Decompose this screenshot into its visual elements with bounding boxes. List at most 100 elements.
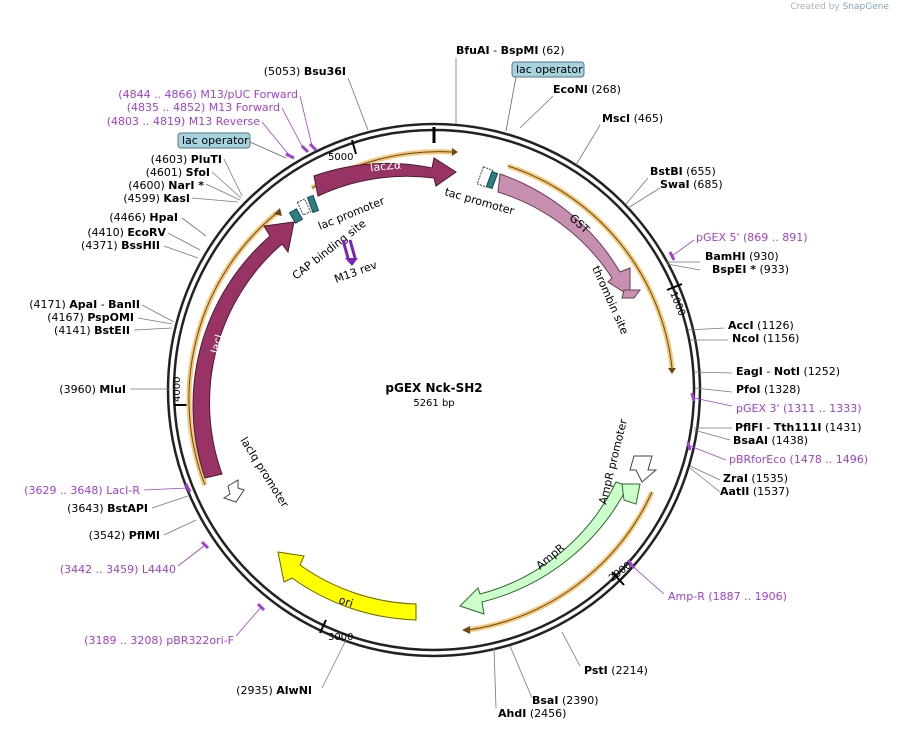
enzyme-label-psti: PstI (2214) <box>584 664 648 677</box>
m13-rev-primer-b <box>348 239 357 259</box>
leader-bsshii <box>163 245 199 259</box>
leader-zrai <box>689 465 721 481</box>
lac-promoter-feature[interactable] <box>296 198 312 216</box>
leader-bsaai <box>693 429 731 441</box>
ampr-feature[interactable] <box>459 481 629 615</box>
enzyme-label-bstapi: (3643) BstAPI <box>67 502 148 515</box>
leader-bsteii <box>133 327 173 331</box>
enzyme-label-ecorv: (4410) EcoRV <box>87 226 166 239</box>
leader-acci <box>687 327 725 331</box>
enzyme-label-msci: MscI (465) <box>602 112 663 125</box>
primer-leader-m13-forward <box>281 107 305 151</box>
orf-arcs <box>186 149 675 633</box>
enzyme-label-econi: EcoNI (268) <box>553 83 621 96</box>
orf-ampr-arrow <box>462 626 470 634</box>
ampr-promoter-feature[interactable] <box>629 455 658 483</box>
enzyme-label-bsteii: (4141) BstEII <box>54 324 130 337</box>
leader-psti <box>561 631 581 667</box>
orf-gst-line <box>507 165 673 369</box>
enzyme-label-bsaai: BsaAI (1438) <box>733 434 808 447</box>
lac-operator-top-label: lac operator <box>516 63 583 76</box>
plasmid-length: 5261 bp <box>413 398 454 409</box>
primer-leader-pgex3 <box>693 397 733 407</box>
enzyme-label-mlui: (3960) MluI <box>59 383 126 396</box>
primer-label-m13-puc-forward: (4844 .. 4866) M13/pUC Forward <box>118 88 298 101</box>
enzyme-label-aatii: AatII (1537) <box>720 485 789 498</box>
enzyme-label-pfoi: PfoI (1328) <box>736 383 801 396</box>
tick-3000 <box>319 619 327 634</box>
enzyme-label-pspomi: (4167) PspOMI <box>47 311 134 324</box>
enzyme-label-sfoi: (4601) SfoI <box>146 166 210 179</box>
lacza-feature[interactable] <box>313 157 457 197</box>
lac-operator-left-leader <box>249 141 287 159</box>
lac-operator-right-feature[interactable] <box>485 170 499 190</box>
primer-label-pgex5: pGEX 5' (869 .. 891) <box>696 231 808 244</box>
primer-label-pbrforeco: pBRforEco (1478 .. 1496) <box>729 453 868 466</box>
tick-label-5000: 5000 <box>328 152 353 163</box>
primer-leader-pbr322ori <box>235 605 263 637</box>
enzyme-label-bsai: BsaI (2390) <box>532 694 599 707</box>
lac-operator-left-feature[interactable] <box>306 194 320 214</box>
leader-msci <box>575 124 601 166</box>
leader-econi <box>519 95 554 129</box>
enzyme-label-bspei: BspEI * (933) <box>712 263 789 276</box>
tick-label-1000: 1000 <box>667 290 687 318</box>
enzyme-label-bfuai: BfuAI - BspMI (62) <box>456 44 565 57</box>
primer-mark-pgex5 <box>668 251 676 261</box>
primer-mark-pgex3 <box>690 392 696 402</box>
snapgene-brand: SnapGene <box>842 2 889 12</box>
cap-site-feature[interactable] <box>288 208 304 224</box>
lac-operator-box-top: lac operator <box>511 61 585 78</box>
enzyme-label-eagi: EagI - NotI (1252) <box>736 365 840 378</box>
m13-rev-primer-a <box>341 239 350 259</box>
gst-feature[interactable] <box>497 173 631 297</box>
leader-pluti <box>223 158 243 197</box>
enzyme-label-bsshii: (4371) BssHII <box>81 239 160 252</box>
enzyme-label-ahdi: AhdI (2456) <box>498 707 566 720</box>
orf-ampr-line <box>467 491 653 631</box>
primer-leader-m13-puc-forward <box>299 95 313 147</box>
primer-label-laci-r: (3629 .. 3648) LacI-R <box>24 484 140 497</box>
primer-mark-pbrforeco <box>686 441 692 451</box>
orf-laci-line <box>188 211 279 486</box>
lacza-label: lacZα <box>369 159 401 175</box>
ori-feature[interactable] <box>277 551 417 621</box>
enzyme-label-bstbi: BstBI (655) <box>650 165 716 178</box>
primer-leader-m13-reverse <box>261 121 291 157</box>
leader-bspei <box>666 263 701 271</box>
enzyme-label-acci: AccI (1126) <box>728 319 794 332</box>
laci-feature[interactable] <box>192 221 295 479</box>
enzyme-label-ncoi: NcoI (1156) <box>732 332 799 345</box>
enzyme-label-zrai: ZraI (1535) <box>723 472 788 485</box>
leader-pflmi <box>163 519 197 536</box>
enzyme-label-bsu36i: (5053) Bsu36I <box>264 65 346 78</box>
primer-leader-pgex5 <box>671 239 695 257</box>
ampr-promoter-start-feature[interactable] <box>621 483 641 505</box>
enzyme-label-nari: (4600) NarI * <box>128 179 204 192</box>
thrombin-feature[interactable] <box>621 289 641 299</box>
leader-alwni <box>321 639 347 689</box>
laci-label: lacI <box>208 333 225 355</box>
primer-mark-m13-forward <box>300 144 310 154</box>
leader-apai <box>141 304 175 323</box>
enzyme-label-pflfi: PflFI - Tth111I (1431) <box>735 421 862 434</box>
primer-label-l4440: (3442 .. 3459) L4440 <box>60 563 176 576</box>
tick-1000 <box>666 283 683 291</box>
leader-aatii <box>689 467 721 493</box>
orf-lacza-arrow <box>452 148 458 156</box>
enzyme-label-kasi: (4599) KasI <box>123 192 190 205</box>
m13-rev-label: M13 rev <box>333 258 380 286</box>
primer-label-pgex3: pGEX 3' (1311 .. 1333) <box>736 402 862 415</box>
enzyme-label-swai: SwaI (685) <box>660 178 723 191</box>
primer-mark-l4440 <box>200 540 210 550</box>
snapgene-credit: Created by SnapGene <box>790 2 889 12</box>
plasmid-name: pGEX Nck-SH2 <box>385 381 482 395</box>
primer-leader-l4440 <box>177 545 205 567</box>
credit-prefix: Created by <box>790 2 840 12</box>
leader-pspomi <box>137 317 173 325</box>
leader-ahdi <box>493 647 497 709</box>
orf-laci-arrow <box>274 208 282 216</box>
lac-operator-left-label: lac operator <box>182 134 249 147</box>
laciq-promoter-feature[interactable] <box>222 479 245 503</box>
